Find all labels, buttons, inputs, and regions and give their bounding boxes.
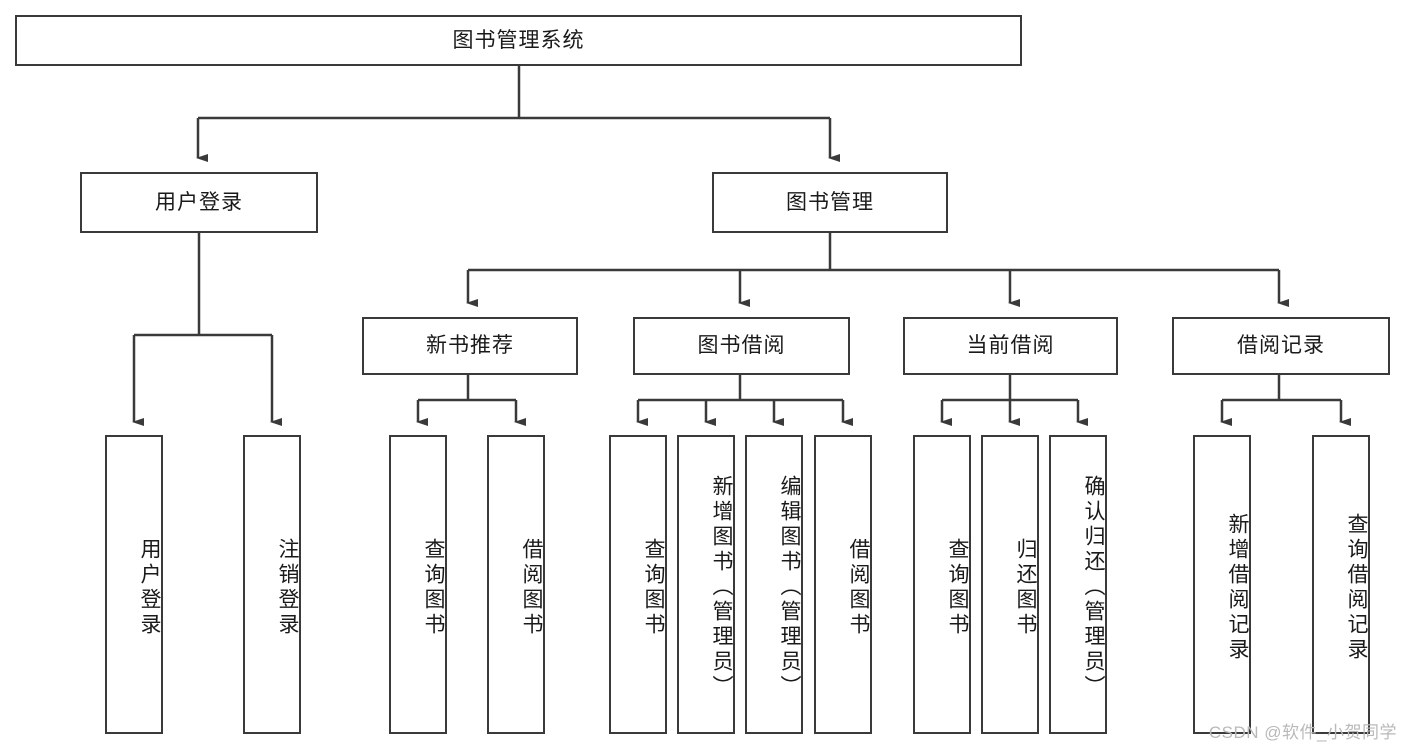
node-label: 新增图书（管理员） xyxy=(710,475,733,700)
node-borrow-record[interactable]: 借阅记录 xyxy=(1172,317,1390,375)
node-label: 新书推荐 xyxy=(426,334,514,358)
node-leaf-query-book-current[interactable]: 查询图书 xyxy=(913,435,971,734)
node-new-book-recommend[interactable]: 新书推荐 xyxy=(362,317,578,375)
node-label: 用户登录 xyxy=(155,190,243,214)
node-label: 查询图书 xyxy=(946,537,969,638)
node-current-borrow[interactable]: 当前借阅 xyxy=(903,317,1118,375)
node-label: 用户登录 xyxy=(138,537,161,638)
node-user-login[interactable]: 用户登录 xyxy=(80,172,318,233)
node-label: 图书借阅 xyxy=(697,334,786,358)
node-label: 新增借阅记录 xyxy=(1226,512,1249,663)
node-leaf-edit-book[interactable]: 编辑图书（管理员） xyxy=(745,435,803,734)
node-label: 归还图书 xyxy=(1014,537,1037,638)
node-label: 注销登录 xyxy=(276,537,299,638)
node-label: 查询图书 xyxy=(642,537,665,638)
node-leaf-add-borrow-record[interactable]: 新增借阅记录 xyxy=(1193,435,1251,734)
node-leaf-borrow-book[interactable]: 借阅图书 xyxy=(814,435,872,734)
node-leaf-logout-login[interactable]: 注销登录 xyxy=(243,435,301,734)
node-label: 借阅图书 xyxy=(520,537,543,638)
node-leaf-user-login[interactable]: 用户登录 xyxy=(105,435,163,734)
node-label: 图书管理系统 xyxy=(452,28,585,52)
watermark-text: CSDN @软件_小贺同学 xyxy=(1208,723,1397,742)
node-book-borrow[interactable]: 图书借阅 xyxy=(633,317,850,375)
node-leaf-confirm-return[interactable]: 确认归还（管理员） xyxy=(1049,435,1107,734)
node-label: 确认归还（管理员） xyxy=(1082,475,1105,700)
node-leaf-return-book[interactable]: 归还图书 xyxy=(981,435,1039,734)
node-label: 查询借阅记录 xyxy=(1345,512,1368,663)
node-leaf-add-book[interactable]: 新增图书（管理员） xyxy=(677,435,735,734)
node-label: 借阅记录 xyxy=(1237,334,1325,358)
node-label: 当前借阅 xyxy=(966,334,1055,358)
node-label: 查询图书 xyxy=(422,537,445,638)
node-leaf-query-book-recommend[interactable]: 查询图书 xyxy=(389,435,447,734)
node-leaf-borrow-book-recommend[interactable]: 借阅图书 xyxy=(487,435,545,734)
node-label: 借阅图书 xyxy=(847,537,870,638)
node-label: 图书管理 xyxy=(786,190,874,214)
node-book-manage[interactable]: 图书管理 xyxy=(712,172,948,233)
node-leaf-query-book-borrow[interactable]: 查询图书 xyxy=(609,435,667,734)
node-book-management-system[interactable]: 图书管理系统 xyxy=(15,15,1022,66)
node-leaf-query-borrow-record[interactable]: 查询借阅记录 xyxy=(1312,435,1370,734)
node-label: 编辑图书（管理员） xyxy=(778,475,801,700)
